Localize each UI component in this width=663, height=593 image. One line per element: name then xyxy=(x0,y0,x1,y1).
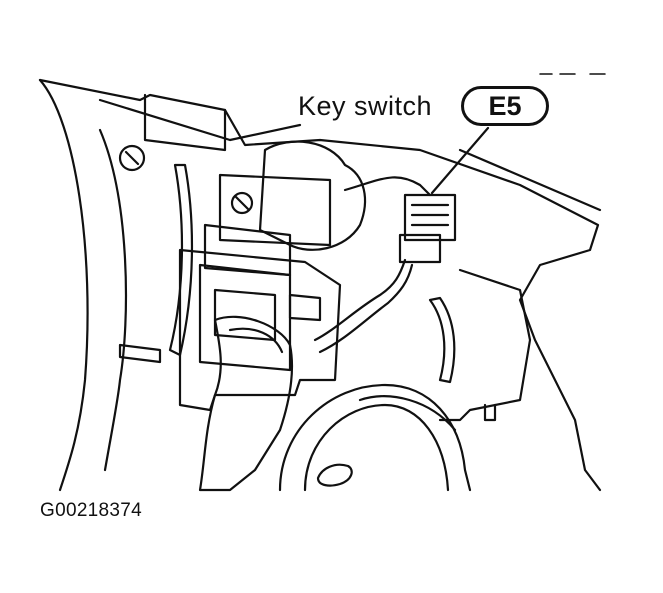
left-tab xyxy=(118,343,162,364)
hand-finger xyxy=(228,327,284,354)
key-slot xyxy=(316,463,353,487)
connector-id-badge: E5 xyxy=(461,86,549,126)
screw-top-left-slot xyxy=(124,150,140,166)
shroud-inner-curve xyxy=(98,128,128,472)
key-switch-label: Key switch xyxy=(298,91,433,121)
screw-top-left xyxy=(118,144,146,172)
e5-connector-ribs xyxy=(410,203,450,227)
wire-harness xyxy=(343,176,432,197)
figure-id: G00218374 xyxy=(40,500,143,521)
key-switch-housing xyxy=(218,173,332,247)
shroud-top-ridge xyxy=(143,93,227,152)
shroud-diagonal xyxy=(458,148,602,212)
hand-outline xyxy=(198,315,294,492)
wheel-hub-outer xyxy=(278,383,472,492)
column-shroud-outline xyxy=(38,78,602,492)
mount-screw-slot xyxy=(234,195,250,211)
key-switch-body xyxy=(258,140,367,251)
right-bracket xyxy=(438,268,532,422)
callout-leader-line xyxy=(430,126,490,195)
lock-inner-frame xyxy=(198,263,292,372)
lock-clip xyxy=(288,293,322,322)
e5-connector-body xyxy=(403,193,457,242)
small-tabs xyxy=(483,403,497,422)
e5-connector-plug xyxy=(398,233,442,264)
wheel-hub-inner xyxy=(303,403,450,492)
wire-harness-lower xyxy=(313,258,407,342)
shroud-left-edge xyxy=(38,78,89,492)
mount-screw xyxy=(230,191,254,215)
wire-harness-lower-b xyxy=(318,263,414,354)
right-slot xyxy=(428,296,456,384)
shroud-top-line xyxy=(98,98,302,142)
lower-right-curve xyxy=(358,395,457,432)
lock-window xyxy=(213,288,277,342)
lock-bracket xyxy=(178,248,342,412)
